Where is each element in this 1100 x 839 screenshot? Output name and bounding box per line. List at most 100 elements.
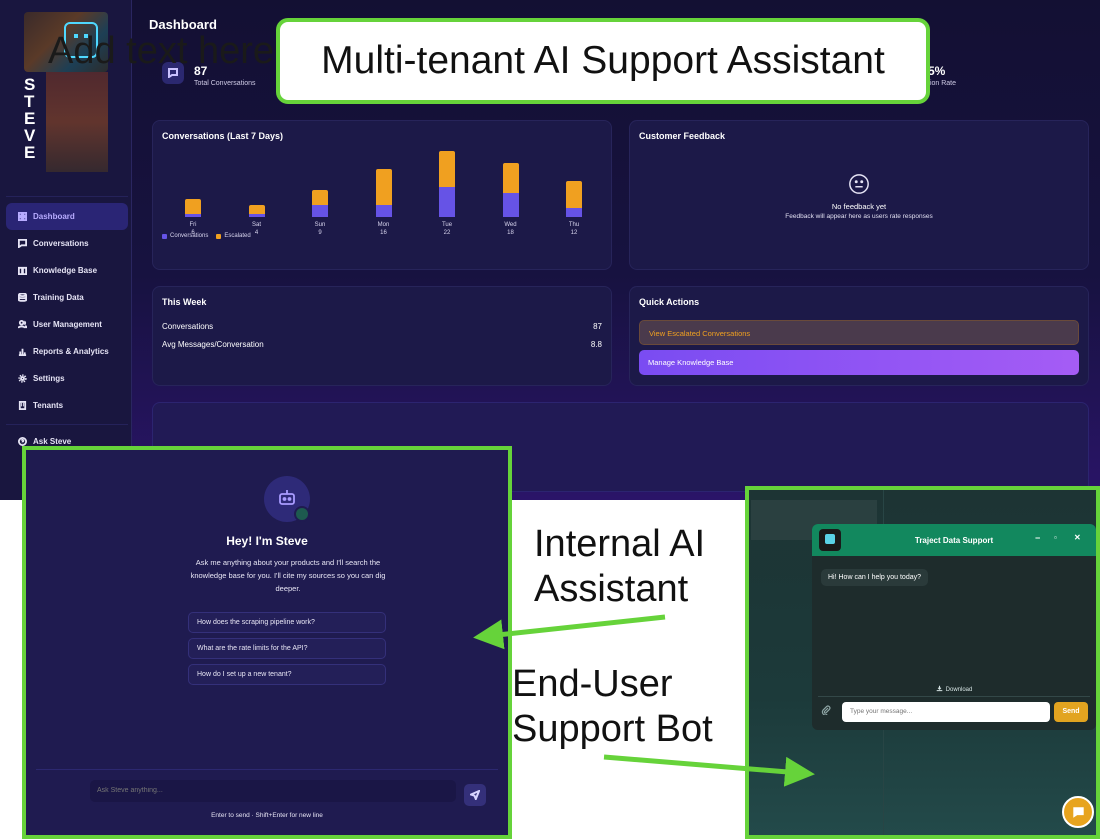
sidebar-item-dashboard[interactable]: Dashboard [6, 203, 128, 230]
bar-escalated [375, 169, 392, 205]
building-icon [18, 401, 27, 410]
bar-conversations [566, 208, 582, 217]
sidebar-item-reports-analytics[interactable]: Reports & Analytics [6, 338, 128, 365]
sidebar-item-knowledge-base[interactable]: Knowledge Base [6, 257, 128, 284]
bar-conversations [312, 205, 328, 217]
bar-stack [312, 190, 328, 217]
stat-total-conversations: 87 Total Conversations [162, 56, 282, 98]
view-escalated-button[interactable]: View Escalated Conversations [639, 320, 1079, 345]
bar-conversations [502, 193, 519, 217]
users-icon [18, 320, 27, 329]
suggestion-button[interactable]: How do I set up a new tenant? [188, 664, 386, 685]
sidebar-item-training-data[interactable]: Training Data [6, 284, 128, 311]
stat-label: Total Conversations [194, 80, 256, 87]
arrow-to-internal-assistant [473, 614, 666, 650]
this-week-card: This Week Conversations 87 Avg Messages/… [152, 286, 612, 386]
sidebar-item-label: Tenants [33, 401, 64, 410]
input-hint: Enter to send · Shift+Enter for new line [211, 812, 323, 819]
sidebar-item-ask-steve[interactable]: Ask Steve [6, 428, 128, 455]
sidebar-item-settings[interactable]: Settings [6, 365, 128, 392]
send-button[interactable]: Send [1054, 702, 1088, 722]
widget-header: Traject Data Support − ▫ ✕ [812, 524, 1096, 556]
tick-day: Wed [504, 222, 517, 228]
bar-stack [248, 205, 265, 217]
paperclip-icon[interactable] [821, 705, 831, 715]
support-widget: Traject Data Support − ▫ ✕ Hi! How can I… [812, 524, 1096, 730]
week-row-avg-messages: Avg Messages/Conversation 8.8 [162, 340, 602, 349]
row-value: 87 [593, 322, 602, 331]
bar-stack [375, 169, 392, 217]
feedback-empty-title: No feedback yet [831, 202, 887, 211]
expand-button[interactable]: ▫ [1054, 533, 1057, 542]
steve-description: Ask me anything about your products and … [190, 558, 386, 593]
callout-title: Multi-tenant AI Support Assistant [276, 18, 930, 104]
sidebar-item-label: Ask Steve [33, 437, 72, 446]
chat-icon [18, 239, 27, 248]
tick-value: 9 [318, 230, 322, 236]
bar-stack [502, 163, 519, 217]
download-link[interactable]: Download [812, 685, 1096, 693]
sidebar-item-label: User Management [33, 320, 102, 329]
tick-value: 12 [570, 230, 578, 236]
sidebar-item-tenants[interactable]: Tenants [6, 392, 128, 419]
tick-value: 6 [191, 230, 195, 236]
internal-assistant-label: Internal AI Assistant [534, 523, 706, 610]
logo-letter: E [24, 143, 36, 162]
grid-icon [18, 212, 27, 221]
end-user-bot-label: End-User Support Bot [512, 663, 713, 750]
manage-knowledge-base-button[interactable]: Manage Knowledge Base [639, 350, 1079, 375]
legend-item-escalated: Escalated [216, 233, 251, 239]
steve-chat-panel: Hey! I'm Steve Ask me anything about you… [22, 446, 512, 839]
widget-title: Traject Data Support [914, 536, 994, 545]
suggestion-button[interactable]: How does the scraping pipeline work? [188, 612, 386, 633]
customer-feedback-card: Customer Feedback No feedback yet Feedba… [629, 120, 1089, 270]
chat-bubble-icon [1073, 807, 1084, 818]
x-tick-label: Tue 22 [427, 221, 467, 237]
close-button[interactable]: ✕ [1074, 533, 1081, 542]
steve-send-button[interactable] [464, 784, 486, 806]
sidebar-item-conversations[interactable]: Conversations [6, 230, 128, 257]
legend-label: Escalated [224, 233, 251, 239]
sidebar-item-label: Dashboard [33, 212, 75, 221]
ask-steve-input[interactable] [90, 780, 456, 802]
sidebar-item-label: Training Data [33, 293, 84, 302]
logo-letter: S [24, 75, 36, 94]
minimize-button[interactable]: − [1035, 533, 1041, 543]
legend-item-conversations: Conversations [162, 233, 208, 239]
tick-day: Tue [441, 222, 453, 228]
card-title: Customer Feedback [639, 131, 726, 141]
chat-launcher-button[interactable] [1062, 796, 1094, 828]
sidebar-nav: Dashboard Conversations Knowledge Base T… [6, 196, 128, 455]
overlay-placeholder-text: Add text here [48, 30, 275, 72]
legend-swatch [162, 233, 167, 239]
tick-value: 22 [443, 230, 451, 236]
tick-day: Sat [251, 222, 261, 228]
bar-stack [566, 181, 582, 217]
feedback-empty-subtitle: Feedback will appear here as users rate … [785, 213, 933, 220]
bar-conversations [439, 187, 455, 217]
row-label: Conversations [162, 322, 214, 331]
logo-image [24, 12, 108, 72]
bar-escalated [185, 199, 201, 214]
suggestion-button[interactable]: What are the rate limits for the API? [188, 638, 386, 659]
message-input[interactable] [842, 702, 1050, 722]
sparkle-badge-icon [294, 506, 310, 522]
sidebar-item-user-management[interactable]: User Management [6, 311, 128, 338]
chart-legend: Conversations Escalated [162, 233, 251, 239]
logo-letters: S T E V E [24, 76, 44, 161]
download-icon [936, 685, 942, 692]
logo-letter: E [24, 109, 36, 128]
logo-letter: T [24, 92, 35, 111]
card-title: Quick Actions [639, 297, 700, 307]
logo-blur [46, 72, 108, 172]
chat-icon [168, 68, 178, 78]
bar-conversations [375, 205, 392, 217]
input-divider [36, 769, 498, 770]
